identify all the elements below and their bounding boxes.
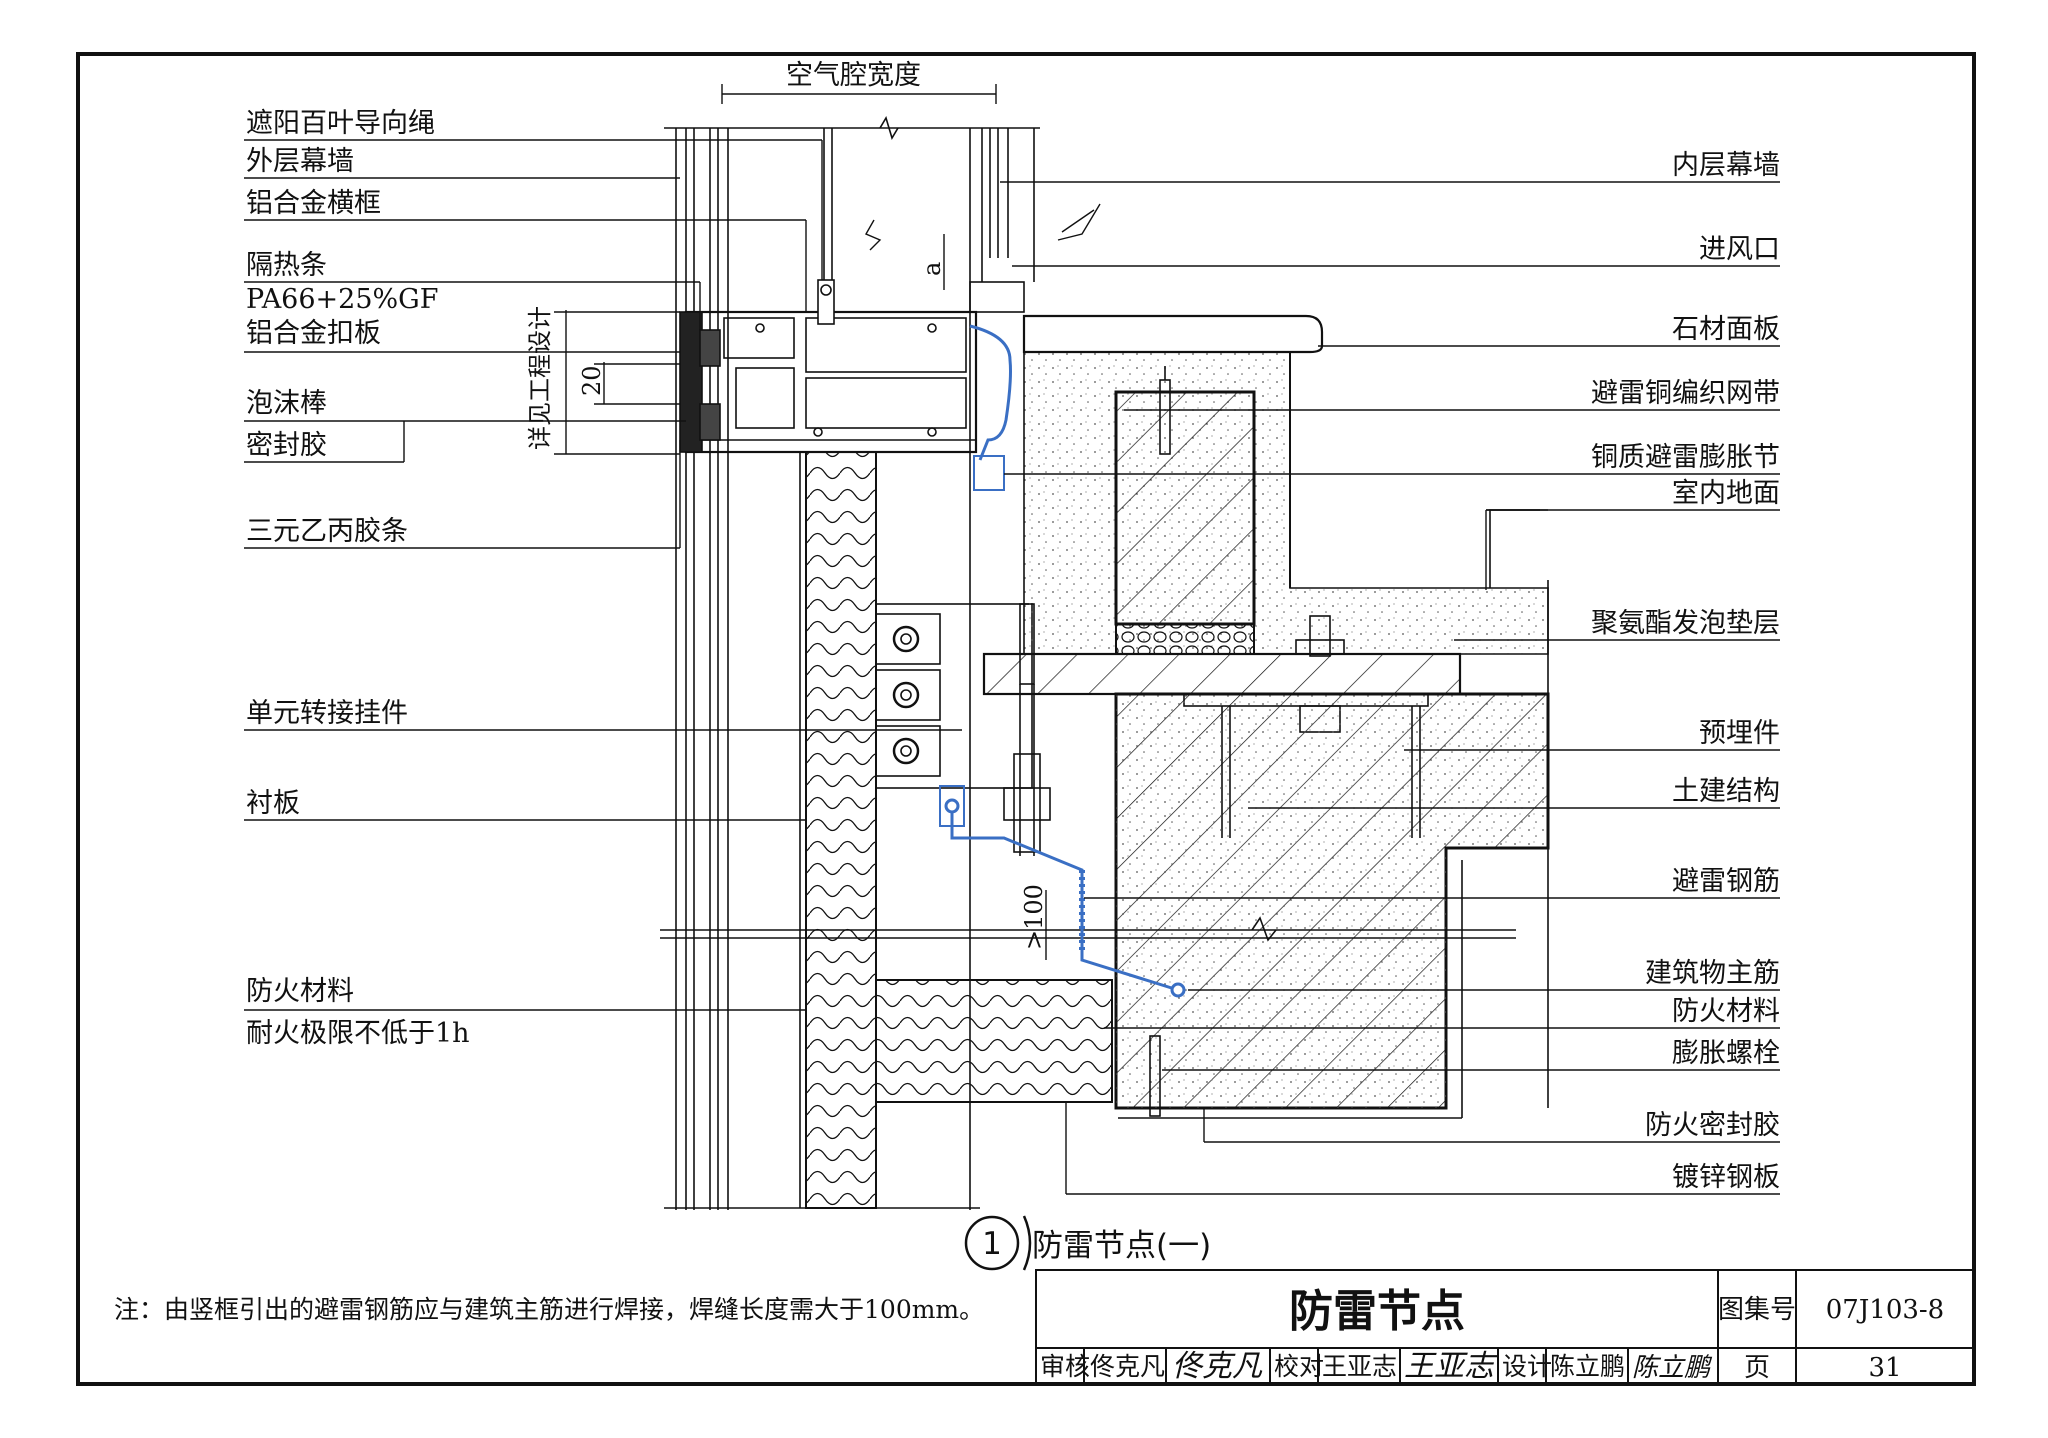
label-copper-expansion-joint: 铜质避雷膨胀节: [1591, 442, 1780, 473]
label-galvanized-plate: 镀锌钢板: [1672, 1162, 1780, 1193]
label-air-inlet: 进风口: [1699, 234, 1780, 265]
check-label: 校对: [1274, 1352, 1324, 1381]
review-name: 佟克凡: [1090, 1352, 1165, 1381]
dimension-lines: [554, 84, 1101, 960]
label-pa66: PA66+25%GF: [246, 284, 438, 315]
label-fire-rating: 耐火极限不低于1h: [246, 1018, 470, 1049]
dim-project-design: 详见工程设计: [526, 306, 554, 450]
label-fire-material-right: 防火材料: [1672, 996, 1780, 1027]
dim-air-cavity: 空气腔宽度: [786, 60, 921, 91]
label-expansion-bolt: 膨胀螺栓: [1672, 1038, 1780, 1069]
design-name: 陈立鹏: [1550, 1352, 1625, 1381]
review-signature: 佟克凡: [1172, 1349, 1263, 1384]
atlas-number: 07J103-8: [1826, 1295, 1944, 1325]
design-signature: 陈立鹏: [1632, 1353, 1713, 1383]
dim-20: 20: [578, 365, 606, 396]
label-lightning-rebar: 避雷钢筋: [1672, 866, 1780, 897]
design-label: 设计: [1502, 1352, 1552, 1381]
sheet-border: [76, 52, 1976, 1386]
label-unit-bracket: 单元转接挂件: [246, 698, 408, 729]
sheet-title: 防雷节点: [1289, 1286, 1465, 1337]
detail-number: 1: [982, 1226, 1002, 1262]
label-fire-sealant: 防火密封胶: [1645, 1110, 1780, 1141]
left-labels: 遮阳百叶导向绳 外层幕墙 铝合金横框 隔热条 PA66+25%GF 铝合金扣板 …: [246, 108, 470, 1049]
label-liner: 衬板: [246, 788, 300, 819]
label-outer-curtain-wall: 外层幕墙: [246, 146, 354, 177]
section-drawing: [660, 116, 1550, 1210]
detail-number-circle: [964, 1215, 1020, 1271]
label-main-rebar: 建筑物主筋: [1645, 958, 1780, 989]
leader-lines: [244, 139, 1780, 1195]
lightning-conductor: [939, 324, 1186, 998]
right-labels: 内层幕墙 进风口 石材面板 避雷铜编织网带 铜质避雷膨胀节 室内地面 聚氨酯发泡…: [1591, 150, 1780, 1193]
label-epdm-strip: 三元乙丙胶条: [246, 516, 408, 547]
label-sunshade-cord: 遮阳百叶导向绳: [246, 108, 435, 139]
label-embedded-part: 预埋件: [1699, 718, 1780, 749]
label-thermal-break: 隔热条: [246, 250, 327, 281]
label-fire-material-left: 防火材料: [246, 976, 354, 1007]
label-indoor-floor: 室内地面: [1672, 478, 1780, 509]
check-signature: 王亚志: [1404, 1349, 1498, 1384]
label-aluminium-cover: 铝合金扣板: [246, 318, 381, 349]
label-copper-braid: 避雷铜编织网带: [1591, 378, 1780, 409]
label-pu-foam: 聚氨酯发泡垫层: [1591, 608, 1780, 639]
dim-100: >100: [1020, 884, 1048, 950]
page-label: 页: [1744, 1353, 1770, 1383]
page-number: 31: [1868, 1353, 1901, 1383]
label-civil-structure: 土建结构: [1672, 776, 1780, 807]
dim-a: a: [918, 262, 946, 276]
label-inner-curtain-wall: 内层幕墙: [1672, 150, 1780, 181]
label-sealant: 密封胶: [246, 430, 327, 461]
detail-caption: 防雷节点(一): [1032, 1228, 1211, 1264]
label-foam-rod: 泡沫棒: [246, 388, 327, 419]
review-label: 审核: [1040, 1352, 1090, 1381]
label-aluminium-transom: 铝合金横框: [246, 188, 381, 219]
title-block: [1035, 1269, 1975, 1385]
check-name: 王亚志: [1322, 1352, 1397, 1381]
atlas-number-label: 图集号: [1718, 1295, 1796, 1325]
label-stone-panel: 石材面板: [1672, 314, 1780, 345]
drawing-note: 注：由竖框引出的避雷钢筋应与建筑主筋进行焊接，焊缝长度需大于100mm。: [114, 1295, 984, 1324]
